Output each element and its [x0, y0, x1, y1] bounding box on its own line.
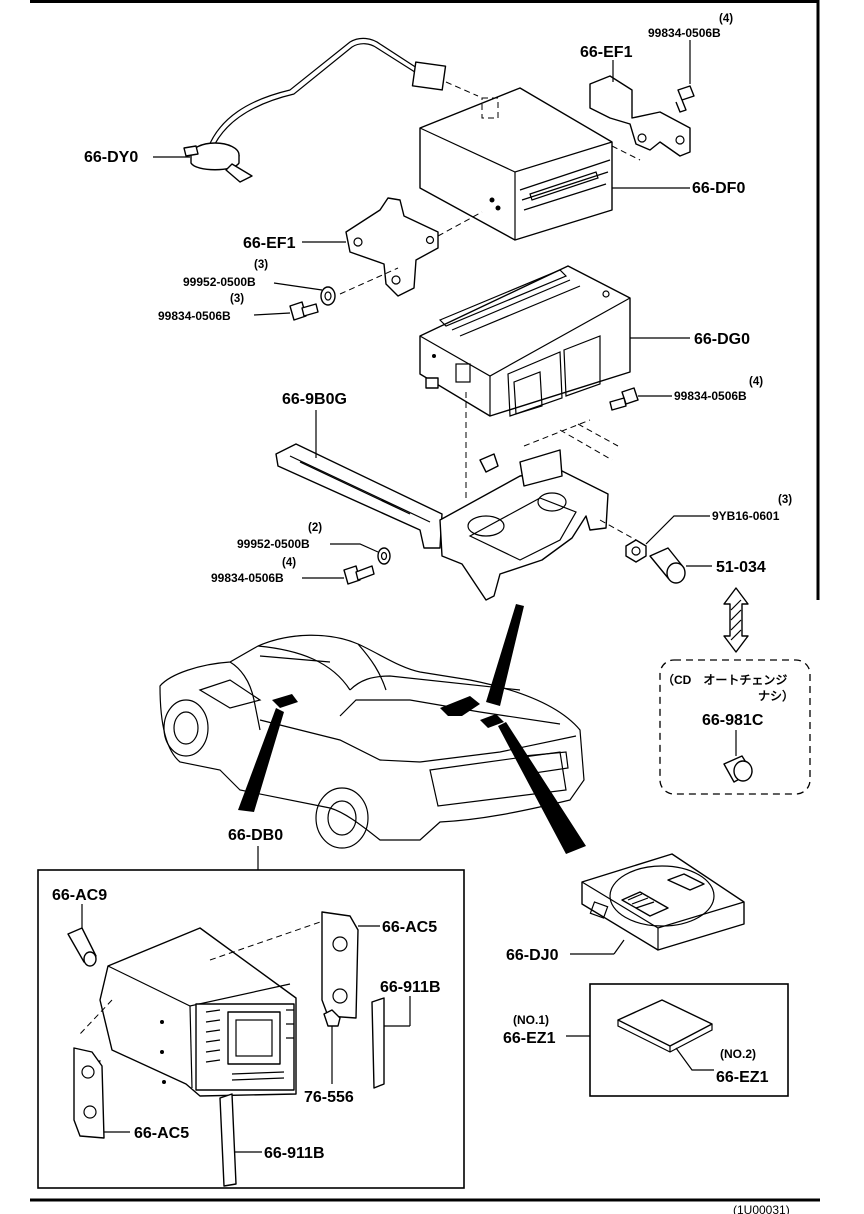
label-66-dy0: 66-DY0 — [84, 149, 138, 166]
label-66-9b0g: 66-9B0G — [282, 391, 347, 408]
bolt-top — [675, 85, 695, 113]
bolt-mid — [289, 301, 319, 321]
label-66-ez1-no2: 66-EZ1 — [716, 1069, 769, 1086]
label-bolt-right: 99834-0506B — [674, 389, 747, 403]
label-66-db0: 66-DB0 — [228, 827, 283, 844]
db0-detail-box — [37, 869, 465, 1189]
pointer-to-dash — [238, 708, 284, 812]
label-nut: 9YB16-0601 — [712, 509, 780, 523]
ez1-detail-box — [589, 983, 789, 1097]
pointer-to-dj0 — [498, 722, 586, 854]
bracket-ac5-left — [73, 1047, 105, 1139]
mounting-bracket-9b0g — [275, 419, 637, 601]
label-bolt-low: 99834-0506B — [211, 571, 284, 585]
leader-washer-mid — [273, 282, 323, 291]
leader-washer-low — [330, 543, 379, 553]
note-line1: （CD オートチェンジ — [662, 672, 787, 687]
leader-ez1-no2 — [675, 1047, 714, 1071]
label-66-ez1-no1: 66-EZ1 — [503, 1030, 556, 1047]
unit-66-dj0 — [581, 853, 745, 951]
label-washer-low: 99952-0500B — [237, 537, 310, 551]
nut — [625, 539, 647, 563]
bracket-ef1-top — [589, 75, 691, 161]
label-washer-mid-qty: (3) — [254, 259, 268, 271]
note-line2: ナシ） — [758, 688, 794, 703]
label-51-034: 51-034 — [716, 559, 766, 576]
trim-911b-bottom — [219, 1093, 237, 1187]
label-bolt-top: 99834-0506B — [648, 26, 721, 40]
washer-low — [377, 547, 391, 565]
label-bolt-mid: 99834-0506B — [158, 309, 231, 323]
label-66-dg0: 66-DG0 — [694, 331, 750, 348]
washer-mid — [320, 286, 336, 306]
label-66-911b-right: 66-911B — [380, 979, 441, 996]
bracket-ef1-mid — [339, 197, 483, 297]
label-66-df0: 66-DF0 — [692, 180, 745, 197]
label-washer-mid: 99952-0500B — [183, 275, 256, 289]
note-box — [659, 659, 811, 795]
pointer-to-trunk — [486, 604, 524, 706]
double-arrow-icon — [723, 587, 749, 653]
car-outline — [159, 634, 585, 849]
antenna-cable-assembly — [153, 37, 479, 183]
trim-911b-right — [371, 997, 385, 1089]
cd-changer-unit-dg0 — [419, 265, 631, 500]
label-66-ef1-top: 66-EF1 — [580, 44, 633, 61]
knob-76-556 — [323, 1009, 341, 1027]
manual-66-ez1 — [617, 999, 713, 1053]
sleeve-66-ac9 — [67, 927, 97, 967]
cap-51-034 — [649, 547, 686, 584]
label-66-ac5-right: 66-AC5 — [382, 919, 437, 936]
label-bolt-mid-qty: (3) — [230, 293, 244, 305]
leader-bolt-mid — [253, 312, 291, 316]
label-66-ef1-mid: 66-EF1 — [243, 235, 296, 252]
label-66-911b-bottom: 66-911B — [264, 1145, 325, 1162]
leader-nut — [645, 515, 710, 545]
bracket-ac5-right — [321, 911, 359, 1019]
label-76-556: 76-556 — [304, 1089, 354, 1106]
label-bolt-right-qty: (4) — [749, 376, 763, 388]
label-66-ac5-left: 66-AC5 — [134, 1125, 189, 1142]
label-66-dj0: 66-DJ0 — [506, 947, 559, 964]
bolt-low — [343, 565, 375, 585]
label-66-981c: 66-981C — [702, 712, 764, 729]
head-unit-db0 — [79, 919, 327, 1097]
footer-code: (1U00031) — [733, 1203, 790, 1214]
label-nut-qty: (3) — [778, 494, 792, 506]
label-ez1-no2-tag: (NO.2) — [720, 1047, 756, 1061]
cd-changer-unit-df0 — [419, 87, 613, 241]
label-66-ac9: 66-AC9 — [52, 887, 107, 904]
label-bolt-top-qty: (4) — [719, 13, 733, 25]
plug-66-981c — [723, 755, 753, 783]
label-bolt-low-qty: (4) — [282, 557, 296, 569]
leader-dj0-b — [613, 939, 625, 955]
label-ez1-no1-tag: (NO.1) — [513, 1013, 549, 1027]
bolt-right — [609, 387, 639, 411]
label-washer-low-qty: (2) — [308, 522, 322, 534]
